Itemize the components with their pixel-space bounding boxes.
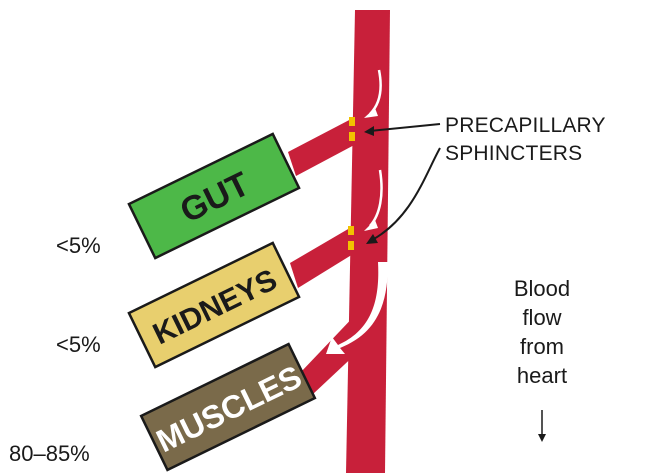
- gut-branch-vessel: [288, 117, 358, 176]
- gut-sphincter-lower: [349, 132, 355, 141]
- blood-flow-line-1: Blood: [482, 274, 602, 303]
- blood-flow-arrowhead: [538, 434, 546, 442]
- kidneys-box: KIDNEYS: [129, 243, 299, 367]
- precapillary-sphincters-label: PRECAPILLARY SPHINCTERS: [445, 112, 606, 168]
- blood-flow-label: Blood flow from heart: [482, 274, 602, 390]
- gut-percent: <5%: [56, 233, 101, 259]
- kidneys-sphincter-upper: [348, 226, 354, 235]
- precapillary-line-2: SPHINCTERS: [445, 140, 606, 168]
- precapillary-line-1: PRECAPILLARY: [445, 112, 606, 140]
- gut-sphincter-upper: [349, 117, 355, 126]
- kidneys-branch-vessel: [290, 225, 358, 288]
- kidneys-sphincter-lower: [348, 241, 354, 250]
- kidneys-percent: <5%: [56, 332, 101, 358]
- gut-box: GUT: [129, 134, 299, 258]
- muscles-box: MUSCLES: [141, 344, 315, 470]
- muscles-percent: 80–85%: [9, 441, 90, 467]
- blood-flow-line-2: flow: [482, 303, 602, 332]
- blood-flow-line-3: from: [482, 332, 602, 361]
- blood-flow-line-4: heart: [482, 361, 602, 390]
